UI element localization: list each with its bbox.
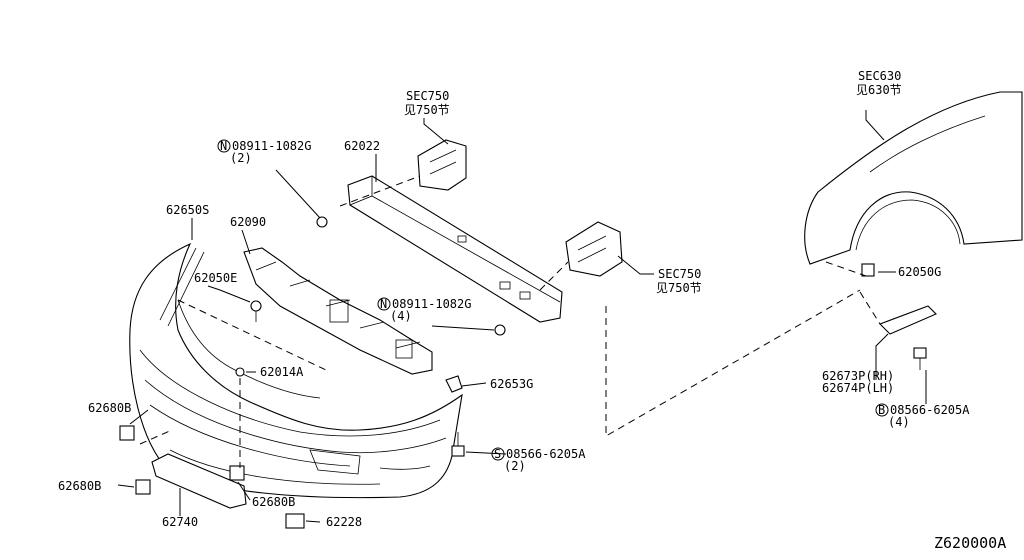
nut-symbol-icon	[217, 139, 231, 153]
label-62740[interactable]: 62740	[162, 515, 198, 529]
label-sec750-top-cn: 见750节	[404, 103, 450, 117]
bolt-symbol-right-icon	[875, 403, 889, 417]
label-62680B-a[interactable]: 62680B	[88, 401, 131, 415]
clip-62014A	[235, 367, 245, 377]
label-sec750-mid-cn: 见750节	[656, 281, 702, 295]
label-62653G[interactable]: 62653G	[490, 377, 533, 391]
bolt-center	[451, 432, 465, 457]
label-62673P[interactable]: 62673P(RH)	[822, 369, 894, 383]
label-62022[interactable]: 62022	[344, 139, 380, 153]
label-sec630-cn: 见630节	[856, 83, 902, 97]
bolt-right	[913, 347, 927, 370]
label-62014A[interactable]: 62014A	[260, 365, 304, 379]
label-nut-top[interactable]: 08911-1082G	[232, 139, 311, 153]
label-sec750-top[interactable]: SEC750	[406, 89, 449, 103]
label-nut-mid-qty: (4)	[390, 309, 412, 323]
label-62680B-b[interactable]: 62680B	[58, 479, 101, 493]
label-bolt-center[interactable]: 08566-6205A	[506, 447, 586, 461]
label-62674P[interactable]: 62674P(LH)	[822, 381, 894, 395]
energy-absorber	[243, 247, 433, 375]
grommet-62680B-a	[119, 425, 135, 441]
nut-mid	[494, 324, 506, 336]
label-bolt-right-qty: (4)	[888, 415, 910, 429]
diagram-code: Z620000A	[934, 534, 1006, 552]
bumper-fascia	[129, 242, 463, 499]
leader-lines	[117, 110, 927, 523]
grommet-62680B-b	[135, 479, 151, 495]
nut-top	[316, 216, 328, 228]
reinforcement-bar	[347, 175, 563, 323]
label-62650S[interactable]: 62650S	[166, 203, 209, 217]
fender	[804, 91, 1023, 265]
bracket-mid	[565, 221, 623, 277]
label-62050G[interactable]: 62050G	[898, 265, 941, 279]
label-sec750-mid[interactable]: SEC750	[658, 267, 701, 281]
bracket-upper	[417, 139, 467, 191]
cap-62228	[285, 513, 305, 529]
grommet-62680B-c	[229, 465, 245, 481]
bolt-symbol-right: B	[878, 403, 885, 417]
clip-62050E	[250, 300, 262, 322]
label-nut-top-qty: (2)	[230, 151, 252, 165]
bolt-symbol-center: S	[494, 447, 501, 461]
part-labels: SEC750 见750节 SEC630 见630节 N 08911-1082G …	[58, 69, 1006, 552]
label-62050E[interactable]: 62050E	[194, 271, 237, 285]
label-bolt-right[interactable]: 08566-6205A	[890, 403, 970, 417]
bolt-symbol-center-icon	[491, 447, 505, 461]
bracket-62740	[151, 453, 247, 509]
clip-62653G	[445, 375, 463, 393]
nut-symbol-top: N	[220, 139, 227, 153]
label-sec630[interactable]: SEC630	[858, 69, 901, 83]
label-bolt-center-qty: (2)	[504, 459, 526, 473]
label-62680B-c[interactable]: 62680B	[252, 495, 295, 509]
side-marker-lamp	[879, 305, 937, 335]
clip-62050G	[861, 263, 875, 277]
label-62228[interactable]: 62228	[326, 515, 362, 529]
assembly-lines	[139, 175, 881, 468]
nut-symbol-mid: N	[380, 297, 387, 311]
nut-symbol-mid-icon	[377, 297, 391, 311]
label-nut-mid[interactable]: 08911-1082G	[392, 297, 471, 311]
label-62090[interactable]: 62090	[230, 215, 266, 229]
